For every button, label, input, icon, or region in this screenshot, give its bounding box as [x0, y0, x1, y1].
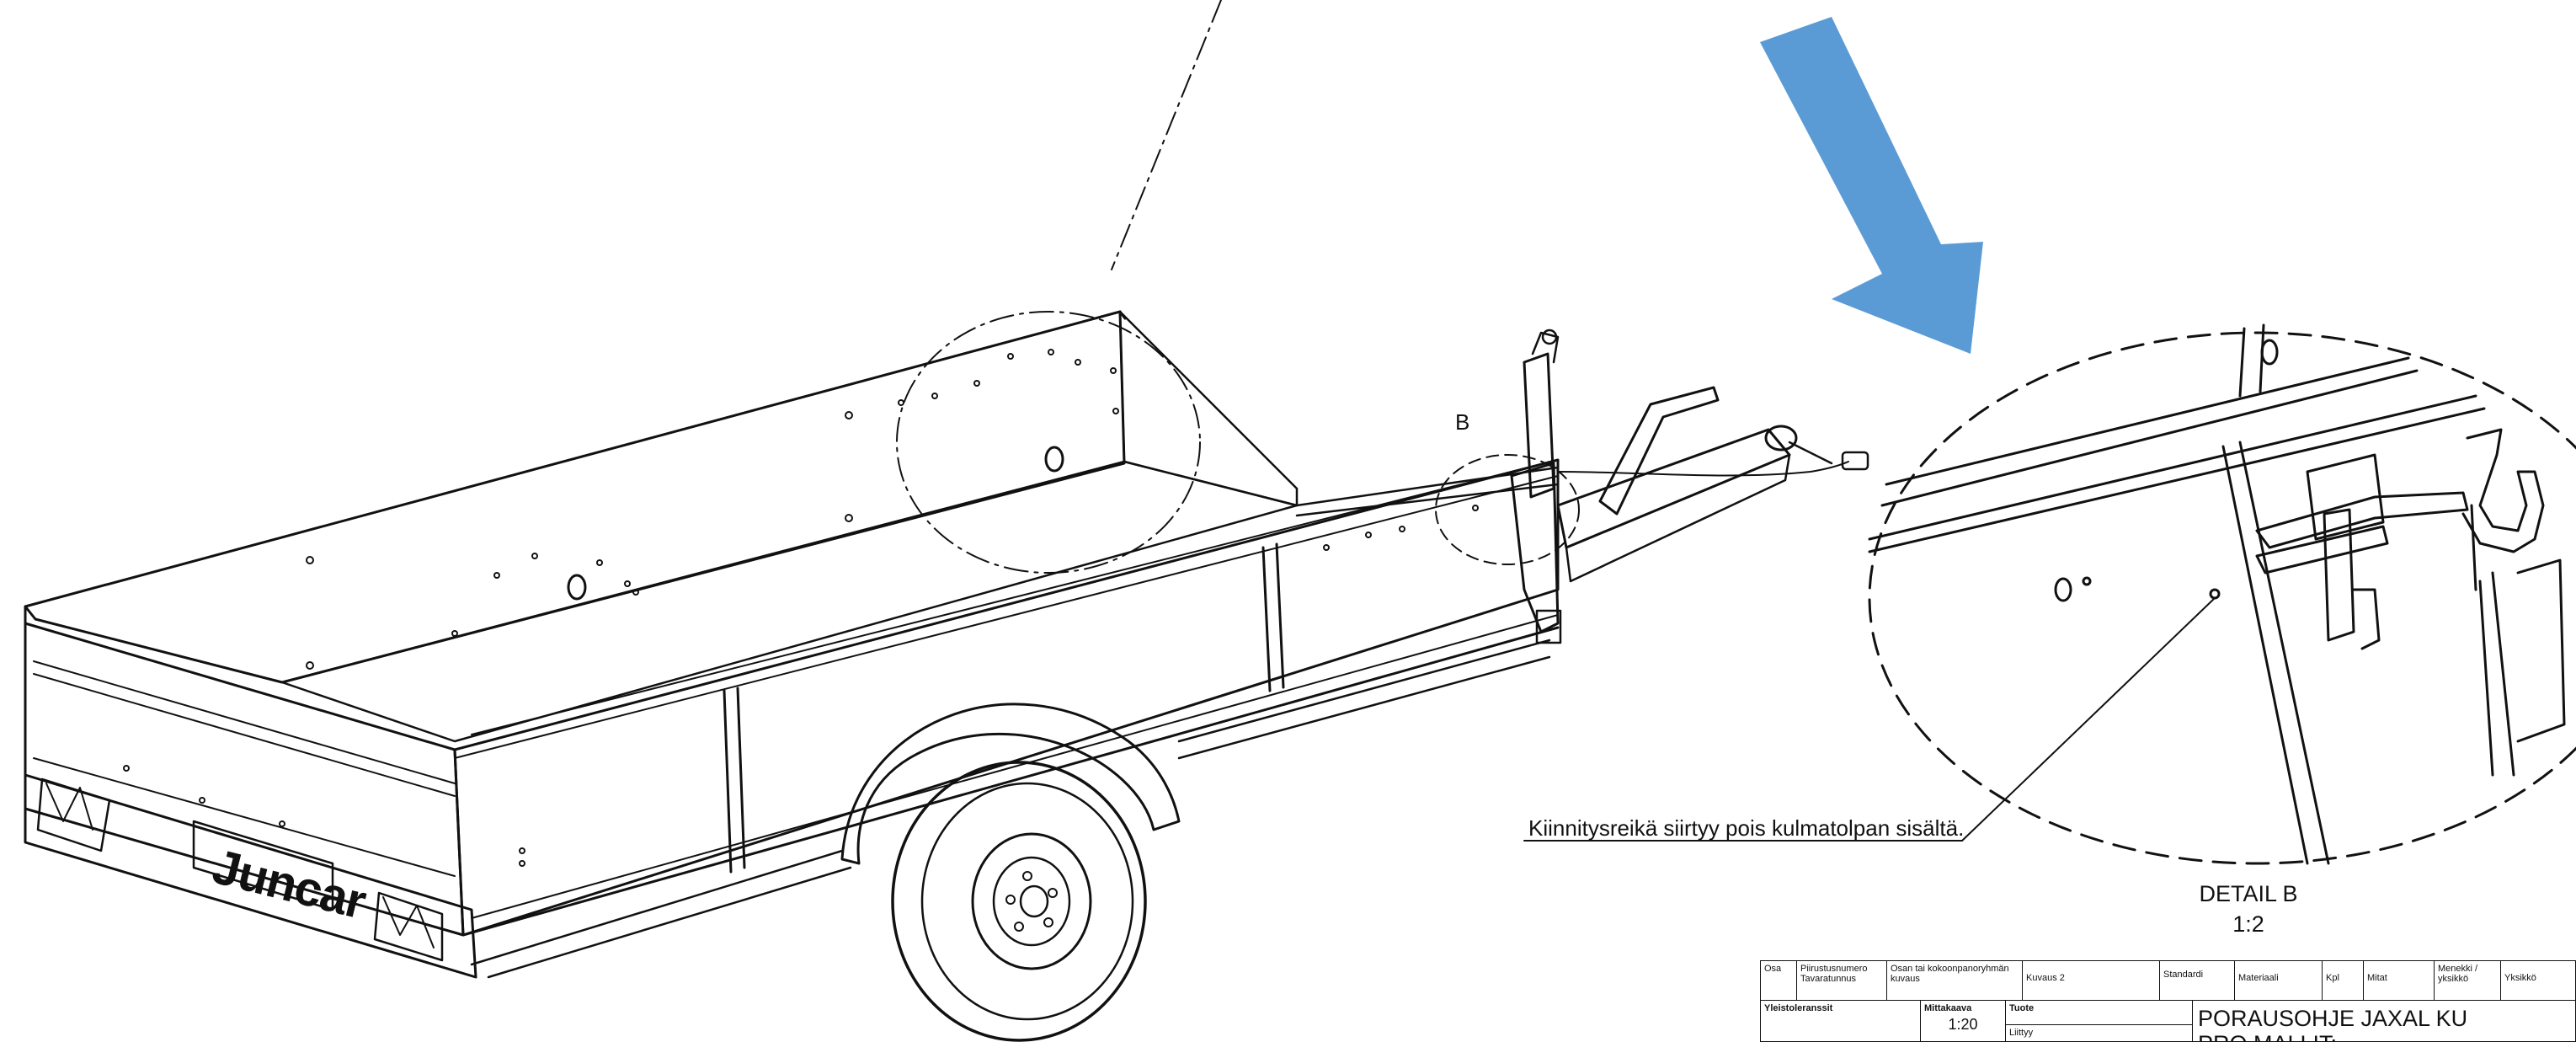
- detail-b-contents: [1868, 323, 2566, 865]
- drawbar: [1556, 428, 1791, 549]
- wheel-tire: [891, 761, 1147, 1042]
- drawbar-handle: [1598, 386, 1720, 516]
- drawing-title-line1: PORAUSOHJE JAXAL KU: [2198, 1006, 2468, 1031]
- header-materiaali: Materiaali: [2234, 960, 2323, 1001]
- rear-board: [24, 310, 1126, 684]
- tailgate: [24, 622, 465, 937]
- detail-scale: 1:2: [2232, 911, 2264, 937]
- header-kpl: Kpl: [2322, 960, 2364, 1001]
- detail-circle-front: [896, 311, 1201, 574]
- rear-light-left: [36, 777, 111, 852]
- rear-bumper: [24, 773, 477, 979]
- header-osa: Osa: [1760, 960, 1797, 1001]
- header-piirustusnumero: Piirustusnumero Tavaratunnus: [1796, 960, 1887, 1001]
- license-plate: [192, 820, 334, 911]
- liittyy-label: Liittyy: [2005, 1024, 2193, 1042]
- header-yksikko: Yksikkö: [2500, 960, 2576, 1001]
- trailer-floor: [280, 460, 1299, 743]
- mittakaava-value: 1:20: [1920, 1017, 2006, 1042]
- drilling-note: Kiinnitysreikä siirtyy pois kulmatolpan …: [1528, 815, 1965, 841]
- front-corner-post: [1510, 462, 1560, 633]
- detail-title: DETAIL B: [2199, 881, 2298, 906]
- note-leader: [1961, 597, 2216, 842]
- leader-line: [1111, 0, 1222, 270]
- header-osan-kuvaus: Osan tai kokoonpanoryhmän kuvaus: [1886, 960, 2023, 1001]
- yleistoleranssit-label: Yleistoleranssit: [1760, 1000, 1921, 1042]
- detail-circle-b: [1435, 454, 1580, 565]
- header-kuvaus2: Kuvaus 2: [2022, 960, 2160, 1001]
- detail-callout-label: B: [1455, 409, 1470, 435]
- jockey-post: [1523, 352, 1555, 499]
- header-menekki: Menekki / yksikkö: [2434, 960, 2501, 1001]
- coupling-head: [1764, 425, 1798, 452]
- electric-cable: [1557, 461, 1849, 477]
- title-block: Osa Piirustusnumero Tavaratunnus Osan ta…: [1760, 960, 2576, 1042]
- fender: [840, 703, 1181, 865]
- header-mitat: Mitat: [2363, 960, 2435, 1001]
- blue-arrow: [1760, 17, 1983, 354]
- drawing-title-line2: PRO MALLIT:: [2198, 1031, 2570, 1041]
- wheel-rim: [971, 832, 1092, 970]
- detail-b-view: [1868, 331, 2576, 865]
- front-board: [1118, 310, 1299, 507]
- rear-light-right: [373, 891, 444, 962]
- header-standardi: Standardi: [2159, 960, 2235, 1001]
- drawing-title: PORAUSOHJE JAXAL KU PRO MALLIT:: [2192, 1000, 2576, 1042]
- tuote-label: Tuote: [2005, 1000, 2193, 1025]
